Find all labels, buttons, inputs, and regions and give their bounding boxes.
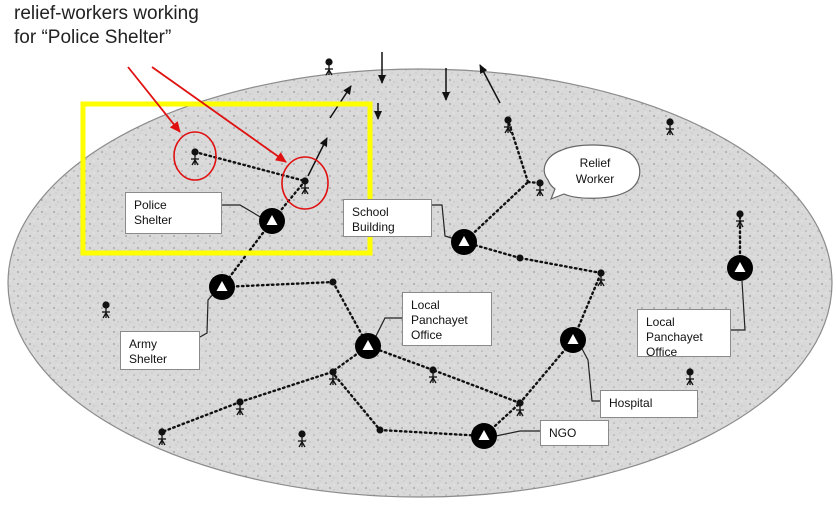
local-panchayet-office-label: Local Panchayet Office bbox=[402, 292, 492, 346]
leader-line bbox=[579, 344, 600, 402]
person-icon bbox=[325, 58, 333, 76]
annotation-caption-line-2: for “Police Shelter” bbox=[14, 27, 172, 48]
triangle-in-circle-icon bbox=[451, 229, 477, 255]
school-building-label: School Building bbox=[343, 199, 432, 237]
leader-line bbox=[222, 204, 263, 219]
triangle-in-circle-icon bbox=[727, 255, 753, 281]
leader-line bbox=[432, 204, 459, 241]
triangle-in-circle-icon bbox=[355, 333, 381, 359]
triangle-in-circle-icon bbox=[471, 423, 497, 449]
link bbox=[482, 401, 522, 438]
person-icon bbox=[536, 179, 544, 197]
annotation-caption: relief-workers working for “Police Shelt… bbox=[14, 2, 199, 50]
person-icon bbox=[666, 118, 674, 136]
police-shelter-label: Police Shelter bbox=[125, 192, 222, 234]
annotation-caption-line-1: relief-workers working bbox=[14, 3, 199, 24]
leader-lines bbox=[199, 204, 746, 437]
annotation-ellipse bbox=[173, 131, 217, 181]
relief-worker-label: Relief Worker bbox=[575, 156, 615, 186]
annotation-arrow bbox=[127, 66, 181, 133]
person-icon bbox=[597, 269, 605, 287]
leader-line bbox=[495, 430, 540, 437]
network-links bbox=[160, 118, 742, 438]
link bbox=[462, 240, 522, 260]
hospital-label: Hospital bbox=[600, 390, 698, 418]
link bbox=[462, 180, 530, 244]
annotation-ellipse bbox=[281, 156, 329, 210]
person-icon bbox=[191, 148, 199, 166]
junction-dot bbox=[329, 278, 337, 286]
arrow-icon bbox=[307, 137, 328, 177]
link bbox=[193, 150, 307, 183]
movement-arrows bbox=[307, 52, 501, 177]
relief-worker-bubble bbox=[543, 144, 641, 201]
army-shelter-label: Army Shelter bbox=[120, 331, 200, 370]
link bbox=[506, 118, 530, 184]
ngo-label: NGO bbox=[540, 420, 609, 446]
person-icon bbox=[158, 428, 166, 446]
link bbox=[378, 428, 486, 438]
highlight-frame bbox=[80, 101, 373, 256]
link bbox=[431, 368, 522, 405]
person-icon bbox=[298, 430, 306, 448]
link bbox=[366, 344, 435, 372]
relief-workers bbox=[102, 58, 744, 448]
leader-line bbox=[731, 280, 746, 331]
arrow-icon bbox=[479, 64, 501, 104]
triangle-in-circle-icon bbox=[560, 327, 586, 353]
leader-line bbox=[199, 291, 216, 338]
link bbox=[518, 338, 575, 405]
junction-dot bbox=[376, 426, 384, 434]
junction-dots bbox=[329, 254, 524, 434]
link bbox=[220, 280, 335, 289]
link bbox=[238, 370, 334, 404]
annotation-arrow bbox=[151, 66, 287, 163]
triangle-in-circle-icon bbox=[209, 274, 235, 300]
person-icon bbox=[301, 177, 309, 195]
person-icon bbox=[736, 210, 744, 228]
link bbox=[160, 400, 242, 434]
link bbox=[330, 370, 382, 432]
person-icon bbox=[102, 301, 110, 319]
junction-dot bbox=[516, 254, 524, 262]
person-icon bbox=[504, 116, 512, 134]
leader-line bbox=[373, 317, 402, 341]
person-icon bbox=[329, 368, 337, 386]
facility-nodes bbox=[209, 208, 753, 449]
link bbox=[518, 256, 603, 275]
person-icon bbox=[516, 399, 524, 417]
person-icon bbox=[686, 368, 694, 386]
local-panchayet-office-label-right: Local Panchayet Office bbox=[637, 309, 731, 359]
person-icon bbox=[236, 398, 244, 416]
triangle-in-circle-icon bbox=[259, 208, 285, 234]
person-icon bbox=[429, 366, 437, 384]
